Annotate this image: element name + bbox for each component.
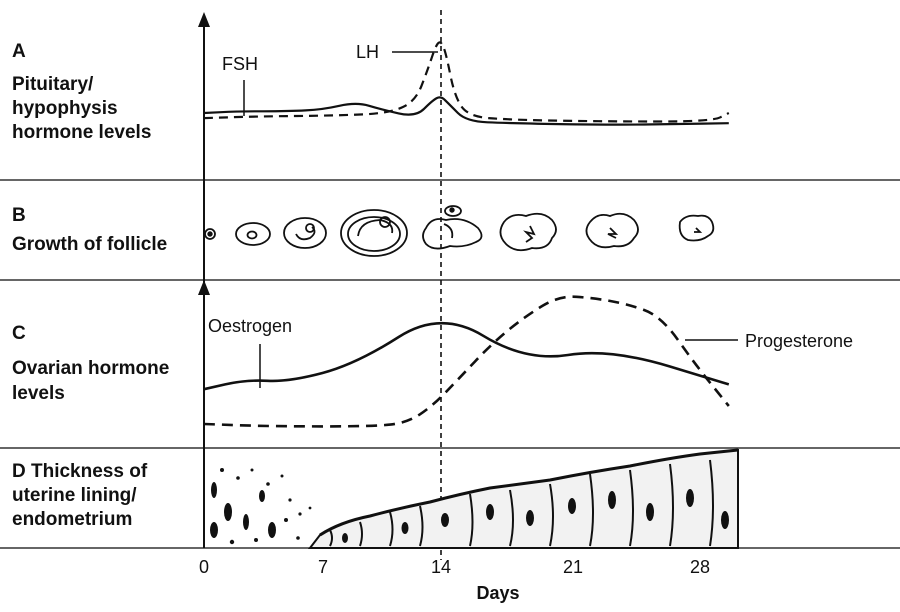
panel-a-title-line-3: hormone levels — [12, 122, 152, 143]
fsh-label: FSH — [222, 54, 258, 74]
progesterone-label: Progesterone — [745, 331, 853, 351]
lh-label: LH — [356, 42, 379, 62]
corpus-luteum-regressing — [678, 214, 715, 242]
panel-c-letter: C — [12, 323, 26, 344]
corpus-luteum-mature — [585, 212, 639, 249]
progesterone-curve — [203, 295, 730, 428]
x-tick-7: 7 — [318, 557, 328, 577]
panel-d-title-line-1: D Thickness of — [12, 461, 148, 482]
follicle-secondary — [283, 217, 327, 249]
follicle-ovulation — [422, 205, 483, 250]
x-tick-21: 21 — [563, 557, 583, 577]
panel-d-title-line-2: uterine lining/ — [12, 485, 137, 506]
panel-a-title-line-1: Pituitary/ — [12, 74, 94, 95]
corpus-luteum-early — [499, 212, 557, 252]
endometrium-illustration — [210, 448, 739, 549]
follicle-stages — [204, 205, 715, 257]
panel-d-title-line-3: endometrium — [12, 509, 133, 530]
x-tick-28: 28 — [690, 557, 710, 577]
oestrogen-label: Oestrogen — [208, 316, 292, 336]
follicle-graafian — [340, 209, 408, 257]
panel-b-letter: B — [12, 205, 26, 226]
follicle-primary — [235, 222, 271, 246]
lh-curve — [203, 41, 730, 123]
x-tick-0: 0 — [199, 557, 209, 577]
panel-c-title-line-1: Ovarian hormone — [12, 358, 170, 379]
panel-b-title: Growth of follicle — [12, 234, 168, 255]
x-axis-label: Days — [476, 583, 519, 603]
oestrogen-curve — [203, 321, 730, 391]
x-tick-14: 14 — [431, 557, 451, 577]
menstrual-shedding — [210, 468, 312, 545]
panel-a-axis-arrow — [198, 12, 210, 27]
panel-a-letter: A — [12, 41, 26, 62]
hormone-curves — [203, 41, 730, 428]
panel-a-title-line-2: hypophysis — [12, 98, 118, 119]
panel-c-axis-arrow — [198, 280, 210, 295]
fsh-curve — [203, 96, 729, 126]
follicle-primordial — [204, 228, 216, 240]
panel-c-title-line-2: levels — [12, 383, 65, 404]
